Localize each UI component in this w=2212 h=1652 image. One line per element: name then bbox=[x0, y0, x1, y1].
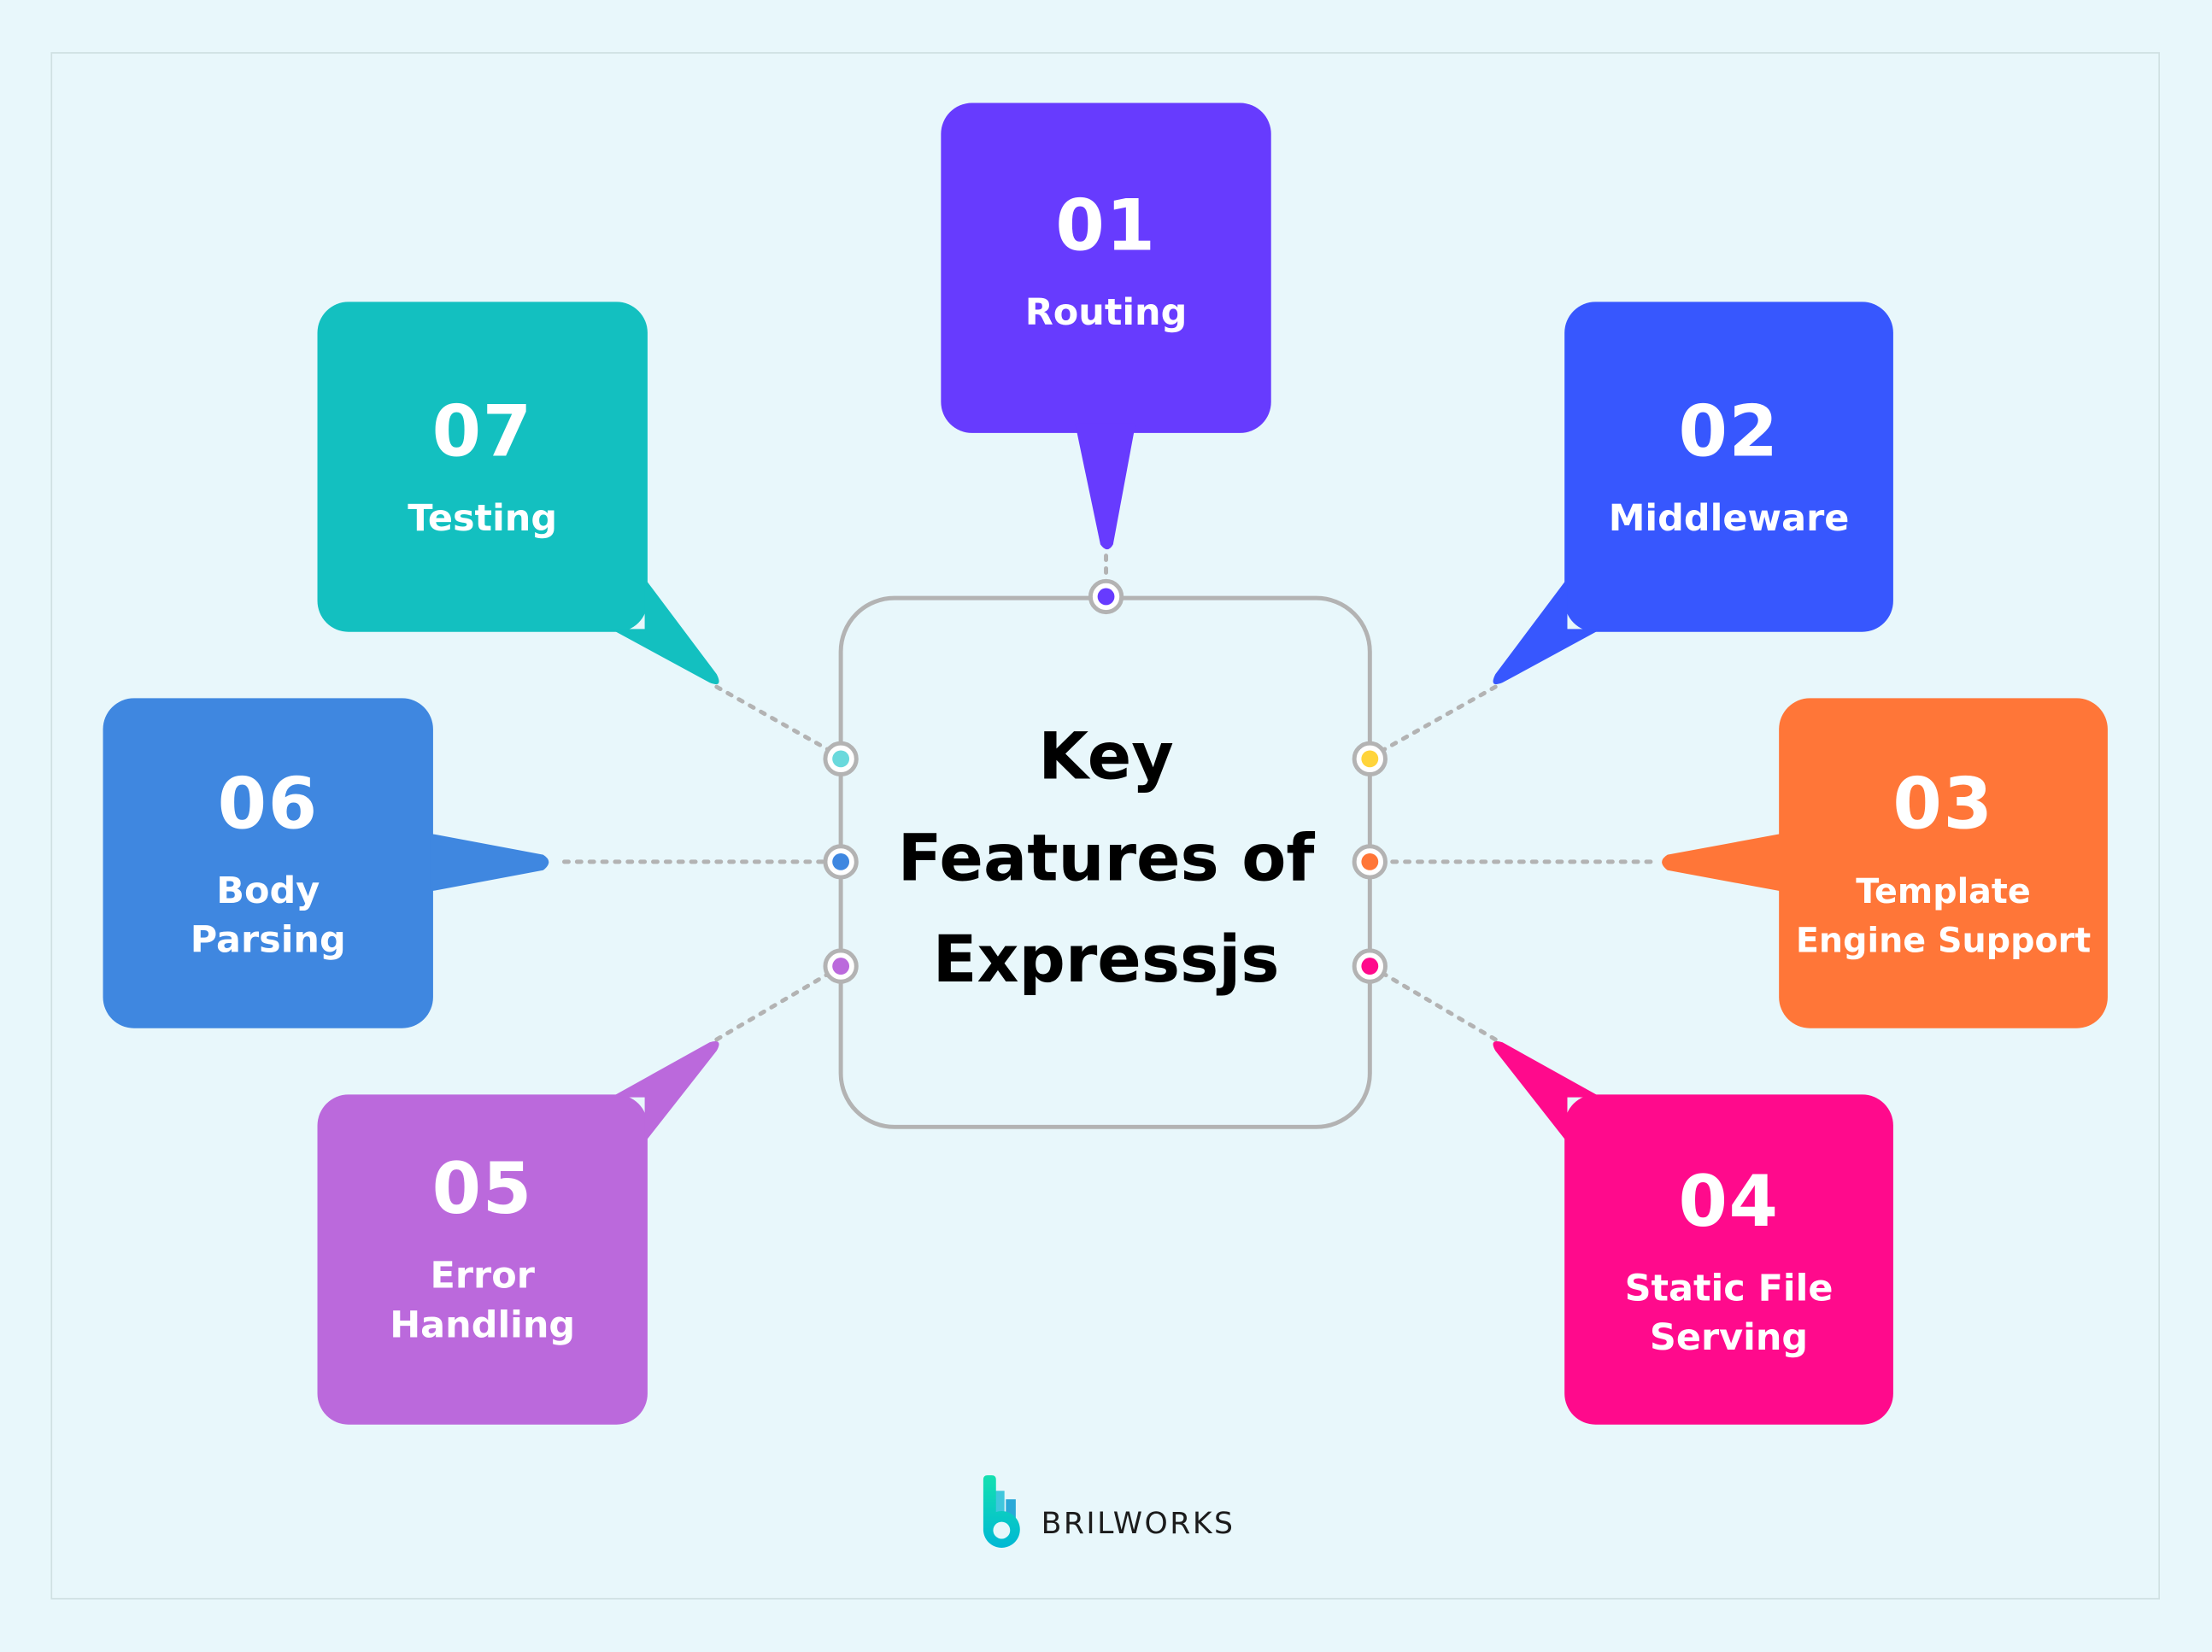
connector-07 bbox=[714, 684, 832, 753]
feature-02: 02 Middleware bbox=[1564, 396, 1893, 544]
callout-05 bbox=[317, 1040, 719, 1425]
feature-number: 04 bbox=[1678, 1160, 1780, 1243]
feature-number: 07 bbox=[431, 390, 533, 473]
node-03 bbox=[1352, 844, 1388, 880]
brand-name: BRILWORKS bbox=[1041, 1506, 1235, 1541]
connector-05 bbox=[714, 970, 832, 1042]
feature-number: 03 bbox=[1892, 763, 1994, 846]
callout-06 bbox=[103, 698, 549, 1028]
connector-nodes bbox=[823, 578, 1388, 984]
feature-number: 05 bbox=[431, 1148, 533, 1230]
feature-01: 01 Routing bbox=[941, 190, 1270, 338]
connector-04 bbox=[1380, 970, 1498, 1042]
brilworks-logo-icon bbox=[983, 1475, 1020, 1548]
feature-number: 02 bbox=[1678, 390, 1780, 473]
callout-03 bbox=[1662, 698, 2108, 1028]
feature-number: 06 bbox=[217, 763, 319, 846]
feature-label: Middleware bbox=[1608, 497, 1850, 541]
outer-frame bbox=[50, 52, 2160, 1600]
node-07 bbox=[823, 741, 859, 776]
feature-number: 01 bbox=[1055, 185, 1157, 267]
node-05 bbox=[823, 948, 859, 984]
node-06 bbox=[823, 844, 859, 880]
feature-label: Testing bbox=[408, 497, 558, 541]
feature-07: 07 Testing bbox=[318, 396, 648, 544]
connectors bbox=[562, 554, 1653, 1042]
node-01 bbox=[1088, 578, 1124, 615]
feature-label: Routing bbox=[1024, 291, 1188, 335]
callout-04 bbox=[1493, 1040, 1893, 1425]
callout-07 bbox=[317, 302, 719, 685]
callout-01 bbox=[941, 103, 1271, 550]
callout-02 bbox=[1493, 302, 1893, 685]
node-04 bbox=[1352, 948, 1388, 984]
node-02 bbox=[1352, 741, 1388, 776]
diagram-title: Key Features of Expressjs bbox=[897, 718, 1315, 998]
connector-02 bbox=[1380, 684, 1498, 753]
